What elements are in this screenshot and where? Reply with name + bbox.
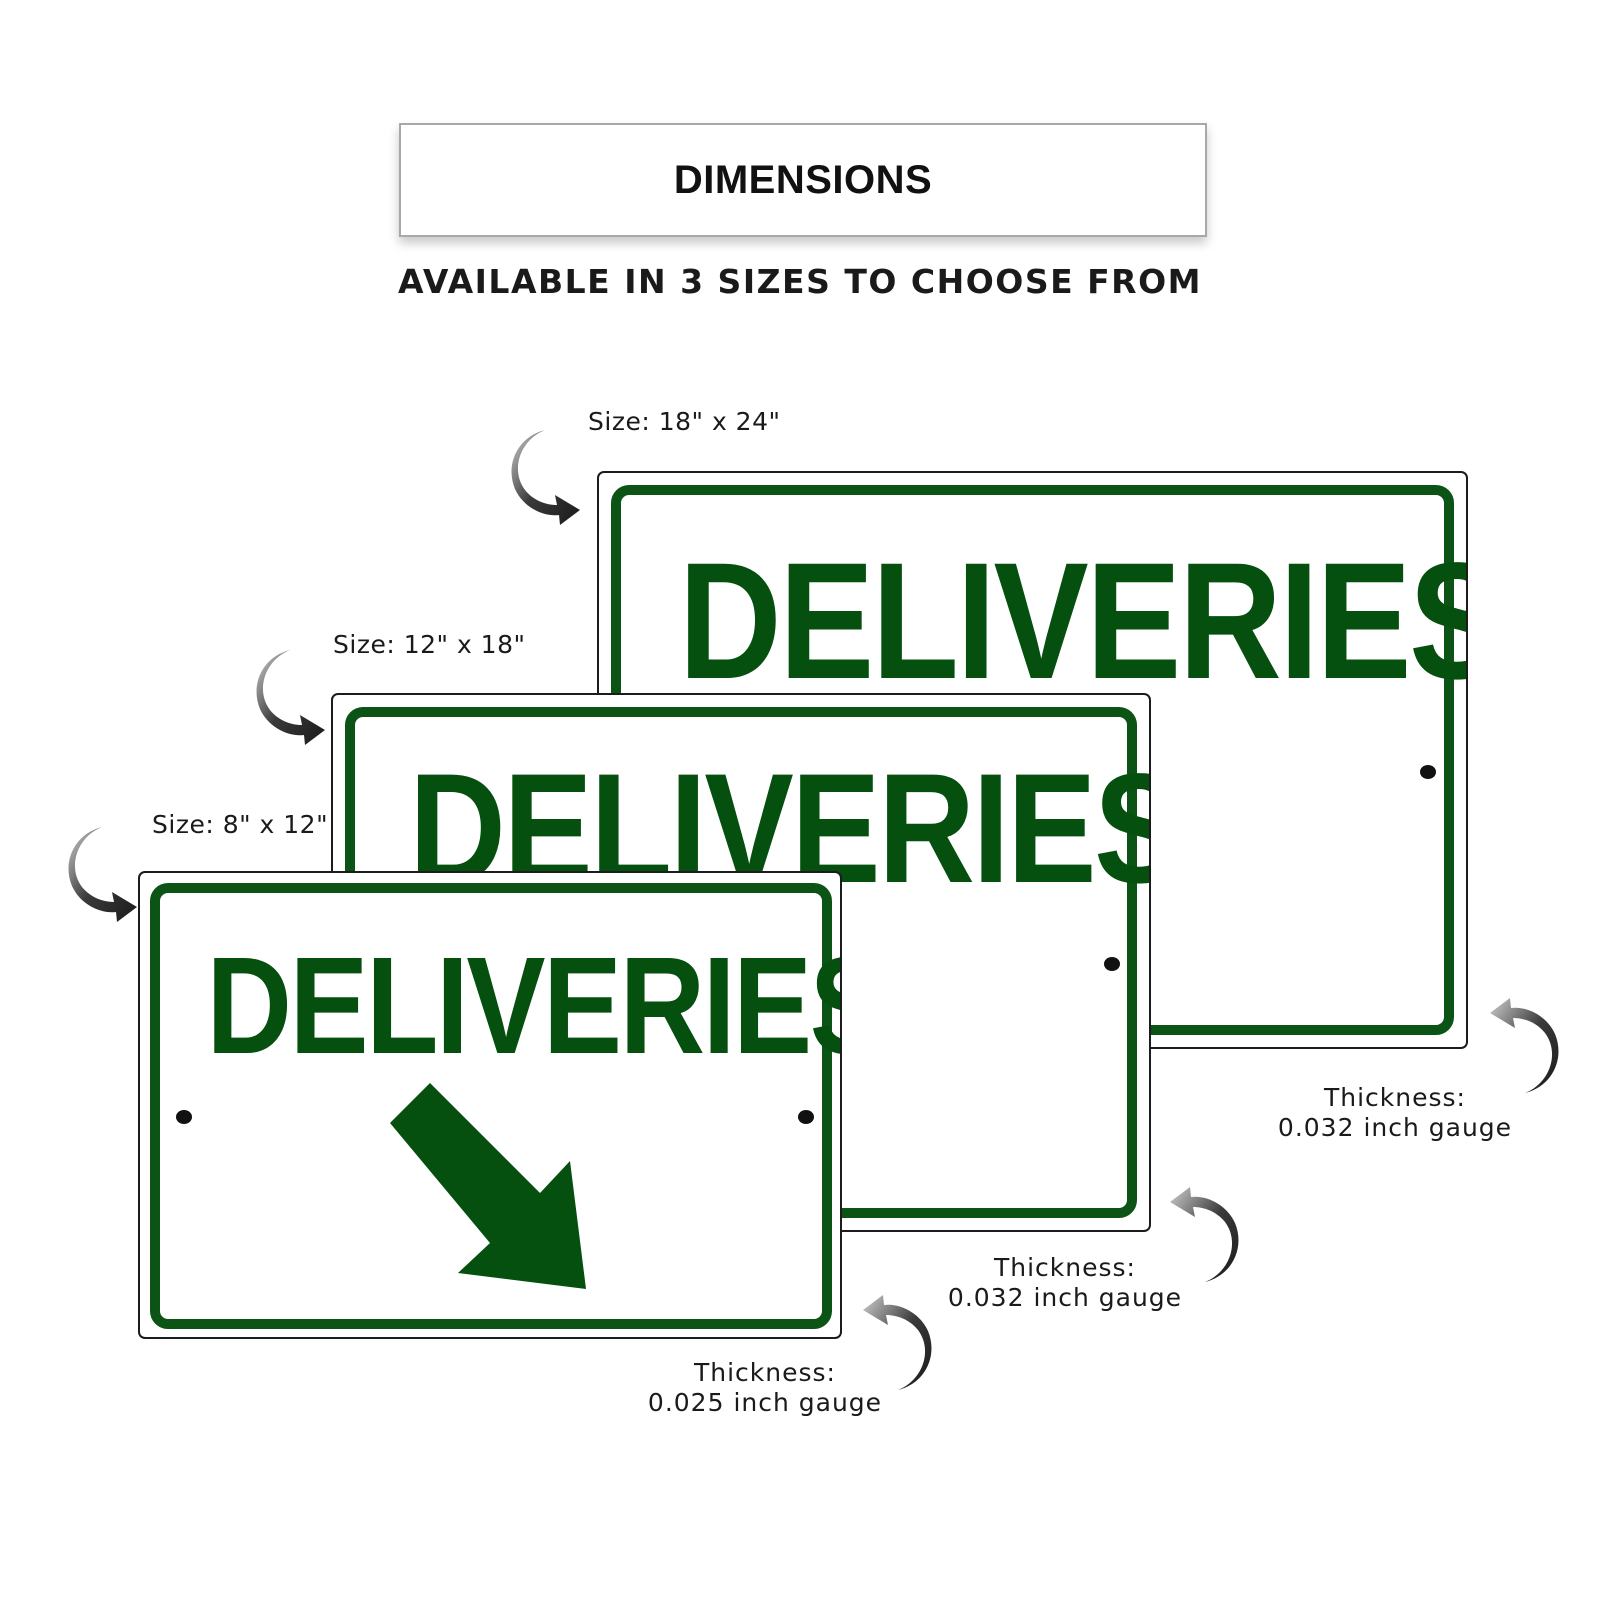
thickness-medium-title: Thickness: bbox=[994, 1253, 1136, 1282]
size-label-large: Size: 18" x 24" bbox=[588, 407, 781, 436]
header-subtitle: AVAILABLE IN 3 SIZES TO CHOOSE FROM bbox=[398, 262, 1202, 301]
thickness-large-title: Thickness: bbox=[1324, 1083, 1466, 1112]
thickness-medium-value: 0.032 inch gauge bbox=[947, 1283, 1183, 1312]
sign-medium-hole-right bbox=[1104, 957, 1120, 971]
sign-small-hole-right bbox=[798, 1110, 814, 1124]
sign-small-hole-left bbox=[176, 1110, 192, 1124]
dimensions-header-box: DIMENSIONS bbox=[399, 123, 1207, 237]
curled-arrow-icon-large-size bbox=[511, 430, 580, 525]
header-title: DIMENSIONS bbox=[673, 157, 933, 202]
curled-arrow-icon-large-thickness bbox=[1490, 998, 1559, 1093]
curled-arrow-icon-small-size bbox=[68, 827, 137, 922]
sign-large-hole-right bbox=[1420, 765, 1436, 779]
thickness-large-value: 0.032 inch gauge bbox=[1277, 1113, 1513, 1142]
curled-arrow-icon-small-thickness bbox=[863, 1295, 932, 1390]
thickness-medium: Thickness: 0.032 inch gauge bbox=[920, 1253, 1210, 1313]
sign-small-text: DELIVERIES bbox=[206, 929, 842, 1083]
down-right-arrow-icon bbox=[390, 1083, 586, 1289]
sign-large-text: DELIVERIES bbox=[678, 529, 1468, 714]
curled-arrow-icon-medium-size bbox=[256, 650, 325, 745]
thickness-large: Thickness: 0.032 inch gauge bbox=[1255, 1083, 1535, 1143]
sign-small: DELIVERIES bbox=[138, 871, 842, 1339]
sign-small-border: DELIVERIES bbox=[150, 883, 842, 1329]
curled-arrow-icon-medium-thickness bbox=[1170, 1187, 1239, 1282]
thickness-small-value: 0.025 inch gauge bbox=[647, 1388, 883, 1417]
thickness-small: Thickness: 0.025 inch gauge bbox=[620, 1358, 910, 1418]
thickness-small-title: Thickness: bbox=[694, 1358, 836, 1387]
size-label-small: Size: 8" x 12" bbox=[152, 810, 329, 839]
size-label-medium: Size: 12" x 18" bbox=[333, 630, 526, 659]
